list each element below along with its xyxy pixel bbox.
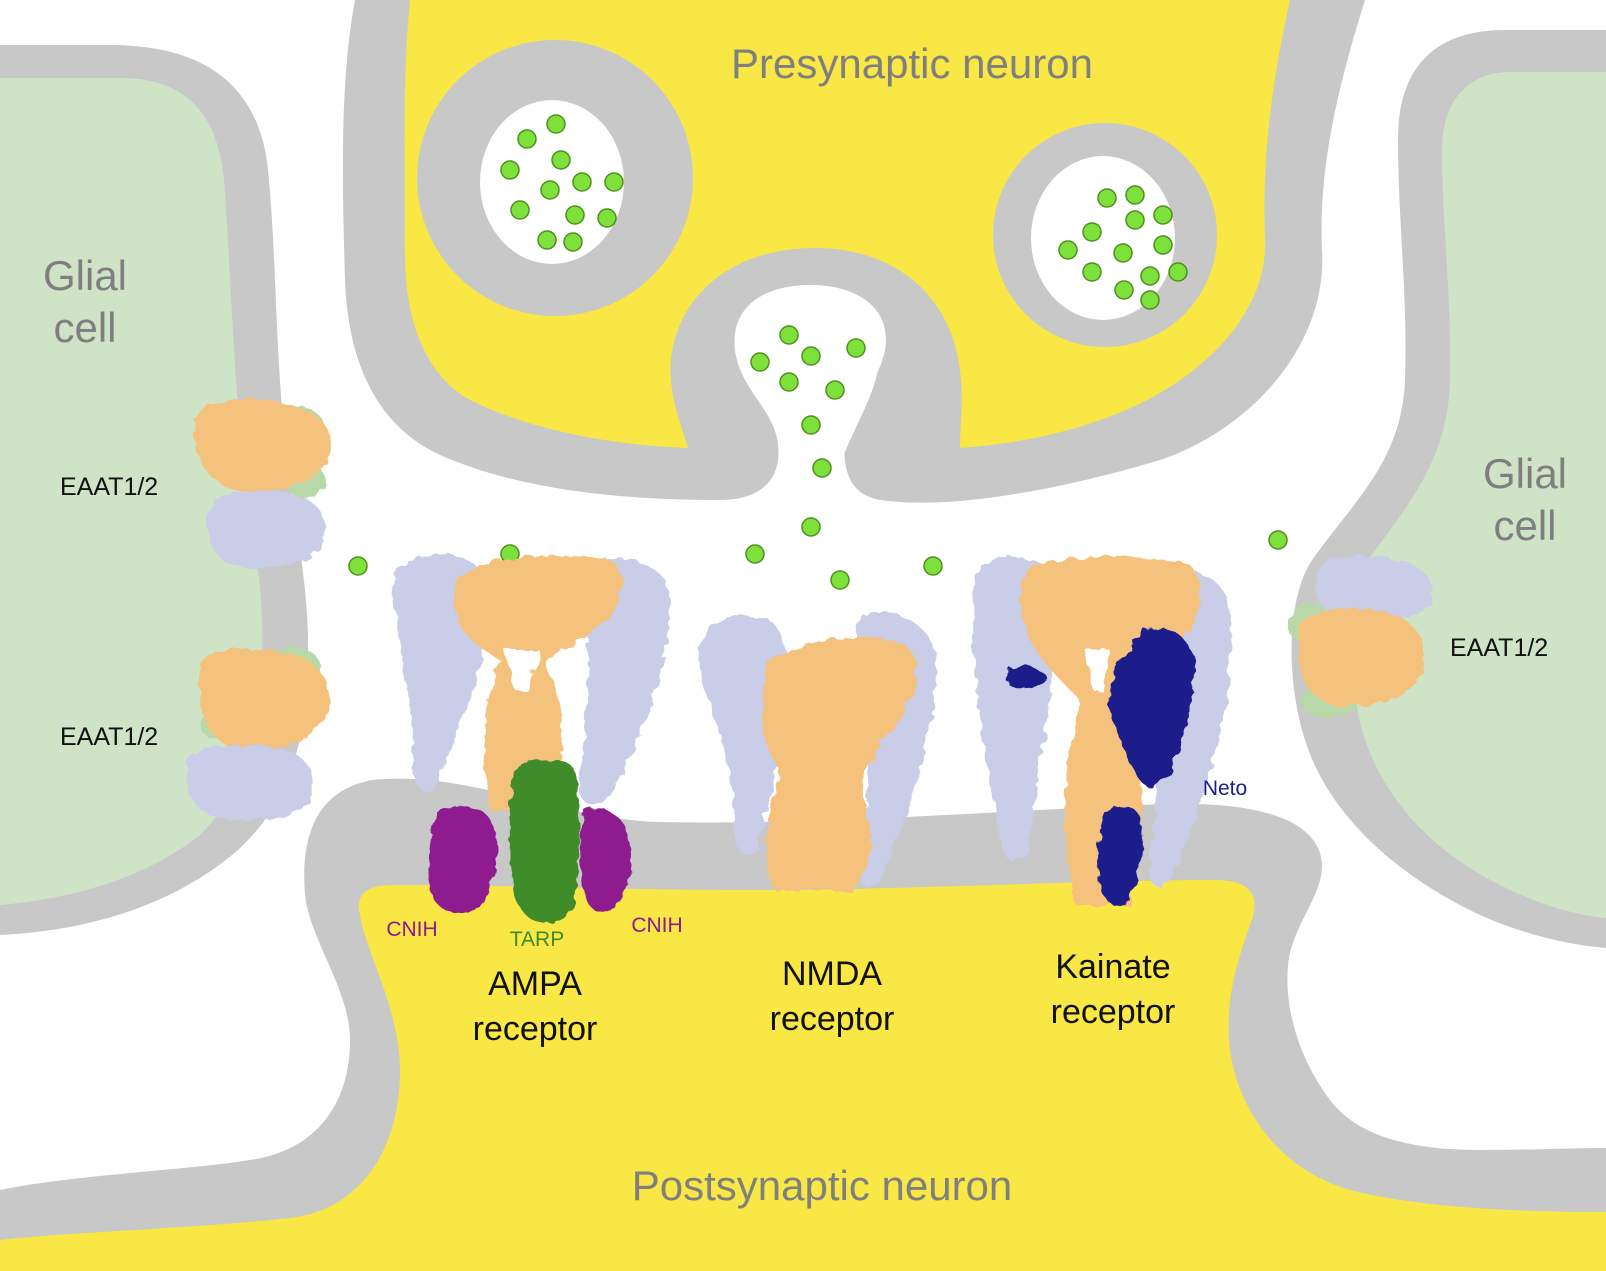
postsynaptic-neuron	[0, 778, 1606, 1271]
presynaptic-neuron-label: Presynaptic neuron	[731, 40, 1093, 87]
eaat-right-label: EAAT1/2	[1450, 634, 1548, 662]
ampa-receptor	[393, 554, 670, 923]
nmda-receptor-label-line1: NMDA	[782, 955, 882, 993]
glial-cell-right-label-line1: Glial	[1483, 450, 1567, 497]
eaat-left-top-label: EAAT1/2	[60, 473, 158, 501]
glial-cell-right	[1291, 30, 1606, 948]
neto-label: Neto	[1203, 777, 1247, 800]
cnih-subunit-left	[428, 805, 497, 914]
tarp-label: TARP	[510, 928, 564, 951]
kainate-receptor-label-line1: Kainate	[1055, 948, 1170, 986]
kainate-receptor-label-line2: receptor	[1051, 993, 1176, 1031]
glial-cell-left-label-line2: cell	[53, 304, 116, 351]
presynaptic-neuron	[342, 0, 1365, 503]
nmda-receptor	[698, 611, 937, 890]
eaat-transporter-left-bottom	[186, 646, 330, 821]
glial-cell-right-label-line2: cell	[1493, 502, 1556, 549]
postsynaptic-cytoplasm	[0, 880, 1606, 1271]
eaat-left-bottom-label: EAAT1/2	[60, 723, 158, 751]
ampa-receptor-label-line1: AMPA	[488, 965, 582, 1003]
ampa-receptor-core	[393, 554, 670, 810]
neto-subunit	[1008, 627, 1195, 906]
synaptic-vesicle-left	[417, 40, 693, 316]
postsynaptic-neuron-label: Postsynaptic neuron	[632, 1162, 1013, 1209]
kainate-receptor	[972, 556, 1232, 906]
ampa-receptor-label-line2: receptor	[473, 1010, 598, 1048]
cnih-subunit-right	[580, 808, 632, 913]
nmda-receptor-label-line2: receptor	[770, 1000, 895, 1038]
glial-cell-left-label-line1: Glial	[43, 252, 127, 299]
vesicle-release-pocket	[758, 318, 878, 485]
glutamate-molecules	[348, 114, 1288, 590]
cnih-right-label: CNIH	[631, 914, 682, 937]
synaptic-vesicle-right	[993, 123, 1217, 347]
cnih-left-label: CNIH	[386, 918, 437, 941]
tarp-subunit	[509, 758, 580, 923]
eaat-transporter-right	[1287, 555, 1433, 718]
eaat-transporter-left-top	[194, 399, 332, 569]
